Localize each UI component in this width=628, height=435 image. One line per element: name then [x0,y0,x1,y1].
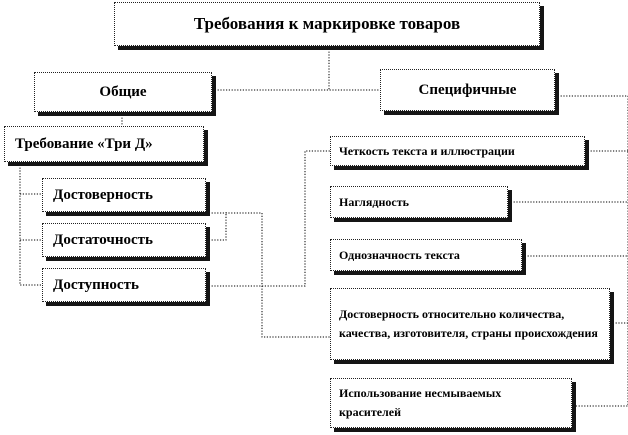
title-box: Требования к маркировке товаров [114,2,540,46]
sufficiency-label: Достаточность [53,231,153,248]
specific-box: Специфичные [380,69,555,111]
visibility-label: Наглядность [339,194,409,209]
dyes-label: Использование несмываемых красителей [339,386,502,419]
title-text: Требования к маркировке товаров [193,14,461,33]
accessibility-box: Доступность [42,268,206,302]
unambiguity-label: Однозначность текста [339,247,460,262]
origin-reliability-label: Достоверность относительно количества, к… [339,307,598,340]
reliability-label: Достоверность [53,186,153,203]
connector-specific-bracket [555,95,628,407]
reliability-box: Достоверность [42,178,206,212]
origin-reliability-box: Достоверность относительно количества, к… [330,288,610,360]
general-box: Общие [34,72,212,112]
three-d-label: Требование «Три Д» [15,135,153,152]
sufficiency-box: Достаточность [42,223,206,257]
accessibility-label: Доступность [53,276,139,293]
visibility-box: Наглядность [330,186,508,218]
connector-three-d-items [19,162,42,286]
clarity-box: Четкость текста и иллюстрации [330,136,585,166]
connector-accessibility-clarity [206,150,330,287]
unambiguity-box: Однозначность текста [330,239,522,271]
connector-reliability-origin [206,212,330,338]
three-d-box: Требование «Три Д» [4,126,204,162]
dyes-box: Использование несмываемых красителей [330,378,572,428]
general-label: Общие [99,83,147,100]
clarity-label: Четкость текста и иллюстрации [339,143,515,158]
specific-label: Специфичные [418,81,517,98]
connector-sufficiency-reliability [206,212,227,241]
